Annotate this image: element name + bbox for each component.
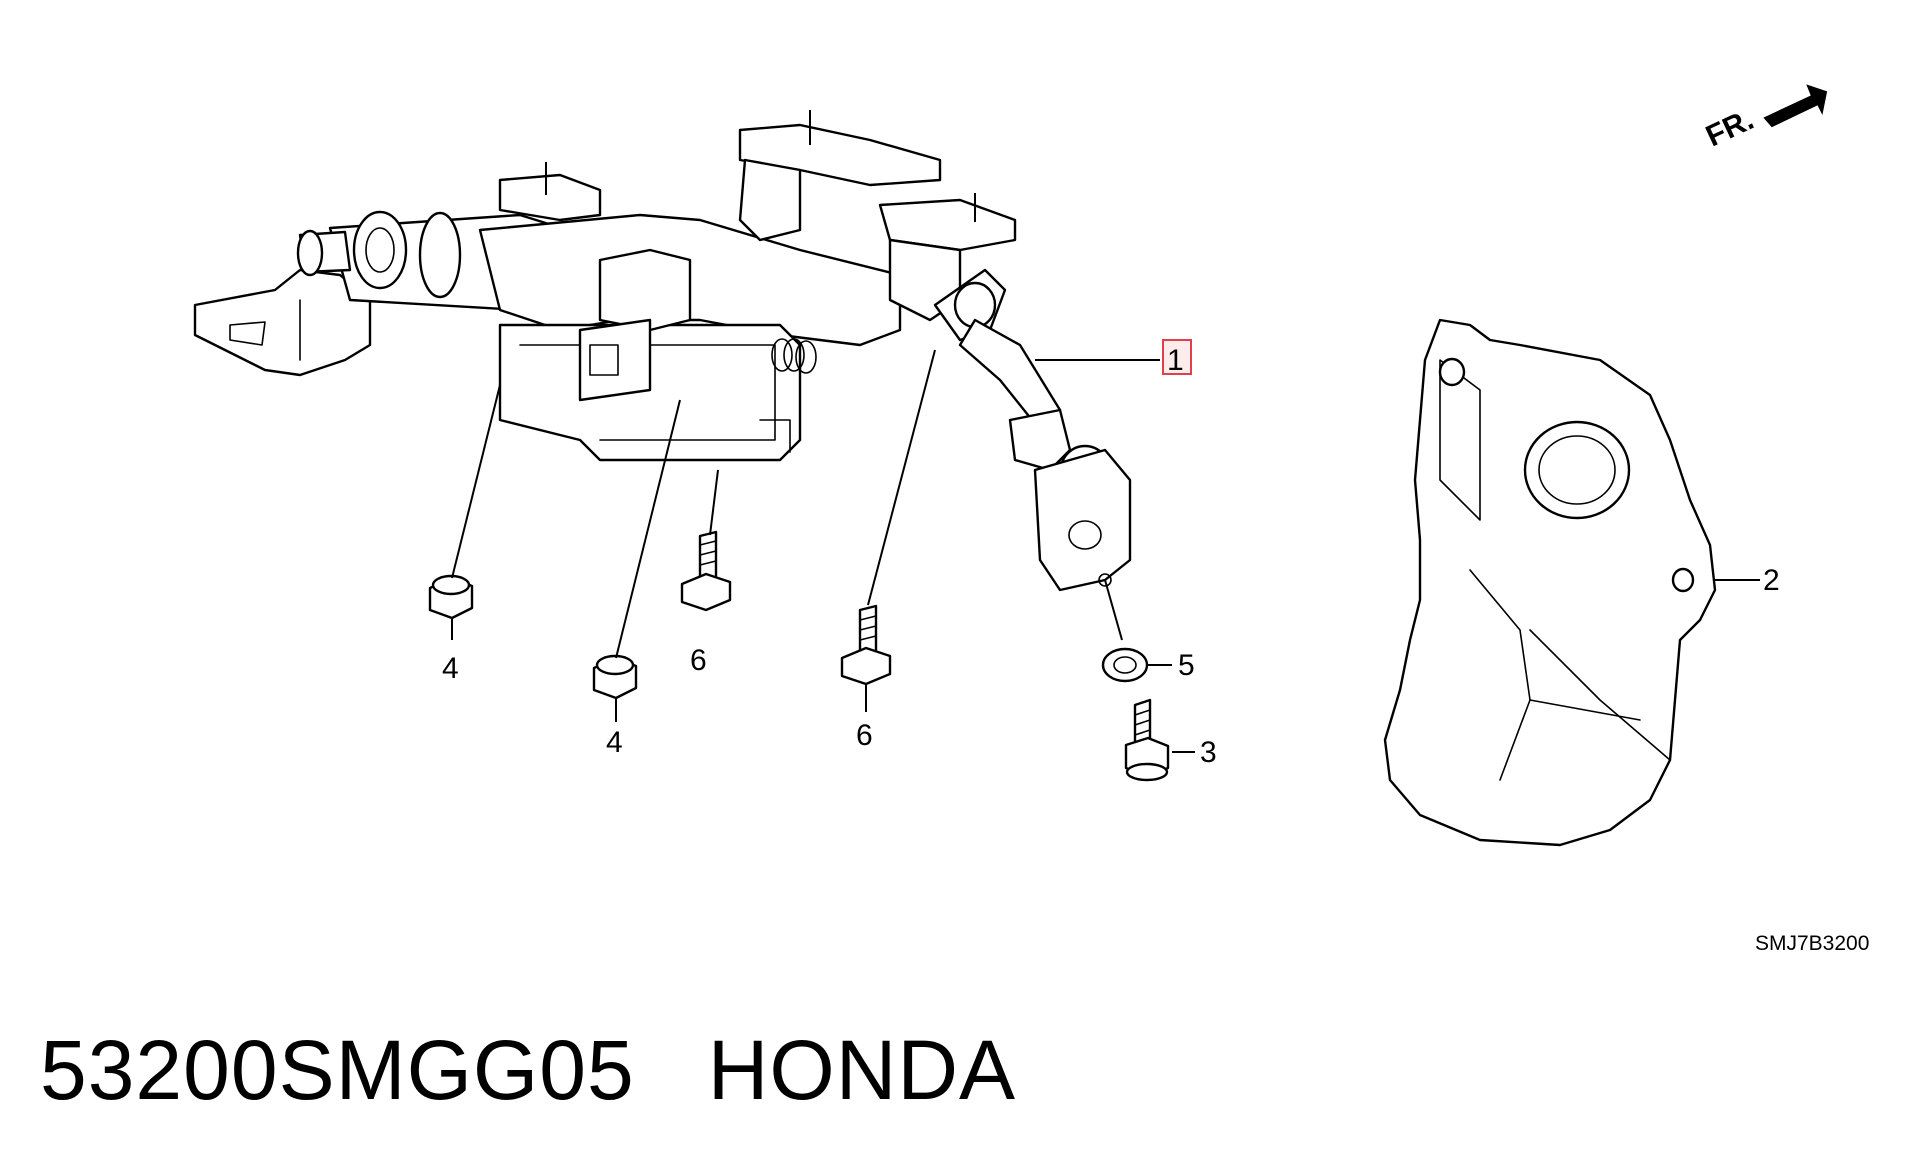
callout-4-middle[interactable]: 4 xyxy=(606,726,623,759)
callout-3[interactable]: 3 xyxy=(1200,736,1217,769)
flange-nut-4-middle[interactable] xyxy=(592,654,638,700)
callout-6-left[interactable]: 6 xyxy=(690,644,707,677)
leader-lines xyxy=(451,110,1760,753)
tilt-spring xyxy=(771,338,817,374)
callout-6-right[interactable]: 6 xyxy=(856,719,873,752)
steering-column-assembly[interactable] xyxy=(193,123,1132,592)
callouts: 1 2 3 4 4 5 6 6 xyxy=(442,339,1780,769)
flange-bolt-6-left[interactable] xyxy=(680,530,732,612)
front-arrow-icon xyxy=(1763,84,1828,128)
callout-1[interactable]: 1 xyxy=(1167,344,1184,377)
part-number: 53200SMGG05 xyxy=(40,1023,635,1117)
front-direction-label: FR. xyxy=(1701,103,1759,153)
part-caption: 53200SMGG05 HONDA xyxy=(40,1020,1016,1120)
callout-2[interactable]: 2 xyxy=(1763,564,1780,597)
selected-callout-highlight xyxy=(1162,339,1192,375)
front-direction-indicator: FR. xyxy=(1701,84,1828,153)
bolt-3[interactable] xyxy=(1124,698,1170,782)
diagram-code: SMJ7B3200 xyxy=(1755,932,1869,955)
flange-nut-4-left[interactable] xyxy=(428,574,474,620)
lock-nut-5[interactable] xyxy=(1101,647,1149,683)
brand-name: HONDA xyxy=(707,1023,1017,1117)
column-cover[interactable] xyxy=(1383,318,1717,847)
callout-4-left[interactable]: 4 xyxy=(442,652,459,685)
flange-bolt-6-right[interactable] xyxy=(840,604,892,686)
callout-5[interactable]: 5 xyxy=(1178,649,1195,682)
caption-separator xyxy=(635,1023,708,1117)
